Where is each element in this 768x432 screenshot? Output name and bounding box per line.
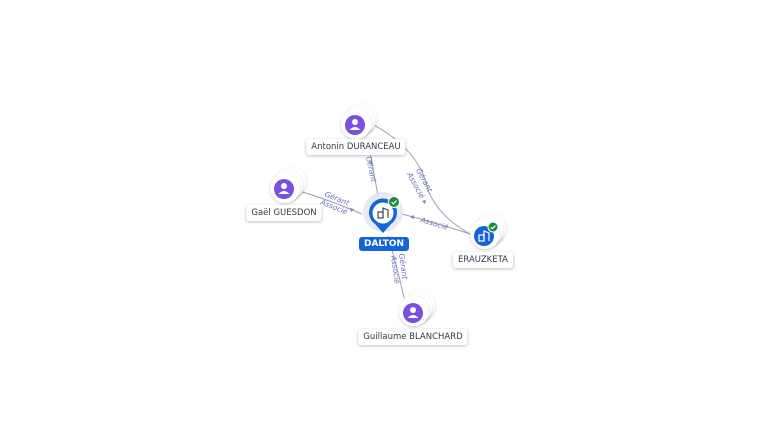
node-label-erauzketa[interactable]: ERAUZKETA — [453, 252, 513, 268]
edge-label-blanchard-dalton-1: Gérant — [397, 253, 410, 281]
edge-guesdon-dalton — [295, 189, 363, 215]
arrow-head — [350, 208, 354, 212]
node-label-duranceau[interactable]: Antonin DURANCEAU — [306, 139, 406, 155]
node-blanchard[interactable] — [399, 290, 435, 326]
edge-labels: Gérant Gérant Associé Gérant Associé Ass… — [318, 156, 449, 285]
node-guesdon[interactable] — [270, 167, 306, 203]
node-label-guesdon[interactable]: Gaël GUESDON — [246, 205, 322, 221]
person-icon — [274, 179, 294, 199]
arrow-head — [422, 200, 426, 204]
edge-erauzketa-dalton — [401, 213, 471, 235]
person-icon — [345, 115, 365, 135]
edge-label-blanchard-dalton-2: Associé — [389, 254, 402, 285]
check-badge-icon — [388, 196, 400, 208]
node-dalton[interactable] — [363, 192, 403, 233]
node-duranceau[interactable] — [341, 103, 377, 139]
edge-label-erauzketa-dalton: Associé — [418, 215, 449, 232]
edge-arrows — [350, 160, 426, 219]
node-erauzketa[interactable] — [470, 213, 506, 249]
node-label-blanchard[interactable]: Guillaume BLANCHARD — [358, 329, 468, 345]
check-badge-icon — [487, 221, 499, 233]
arrow-head — [410, 215, 414, 219]
person-icon — [403, 303, 423, 323]
edge-label-duranceau-dalton: Gérant — [364, 156, 378, 184]
node-label-dalton[interactable]: DALTON — [358, 237, 410, 251]
building-icon — [377, 207, 389, 219]
arrow-head — [369, 160, 373, 164]
building-icon — [474, 226, 494, 246]
